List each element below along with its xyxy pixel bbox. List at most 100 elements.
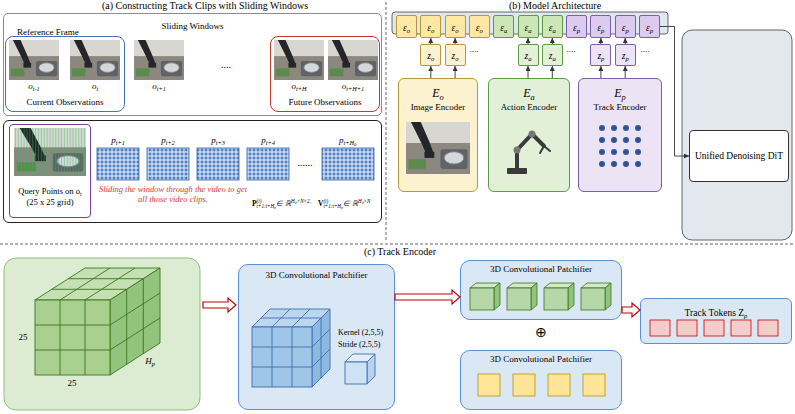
encoder-image-icon [406, 122, 470, 174]
node-text: ε [622, 23, 626, 33]
svg-shape [611, 161, 617, 167]
label: pt+4 [261, 136, 275, 146]
connector-arrow [528, 38, 529, 44]
node-text: ε [476, 23, 480, 33]
svg-shape [134, 40, 184, 80]
connector-arrow [430, 38, 431, 44]
script-stack: (i)t+1:t+Hₚ [257, 199, 277, 209]
svg-shape [35, 300, 110, 375]
node-text: Sliding the window through the video to … [98, 185, 248, 205]
label-text: p [339, 135, 344, 145]
token-box: εa [518, 15, 539, 38]
svg-shape [611, 137, 617, 143]
label-text: t+1 [116, 139, 125, 146]
latent-box: za [518, 44, 539, 66]
flow-arrow [622, 303, 640, 317]
track-frame [97, 148, 374, 180]
subscript-text: o [431, 55, 434, 62]
label-text: o [291, 81, 296, 91]
latent-box: zo [420, 44, 441, 66]
label-text: .... [641, 44, 650, 54]
svg-shape [635, 149, 641, 155]
connector-arrow [625, 66, 626, 78]
label-text: ∈ ℝ [276, 199, 291, 208]
panel-divider [0, 244, 795, 245]
svg-shape [247, 148, 289, 180]
track-volume-panel [4, 258, 200, 410]
subscript-text: a [553, 27, 556, 34]
token-box: εo [445, 15, 466, 38]
subscript-text: p [625, 27, 628, 34]
node-text: ε [573, 23, 577, 33]
token-box: εo [469, 15, 490, 38]
label-text: Hₚ×N [358, 198, 371, 204]
svg-shape [97, 148, 139, 180]
svg-shape [14, 128, 86, 176]
label: Hp [145, 357, 155, 367]
label-text: Hₚ×N×2, [291, 198, 311, 204]
svg-shape [252, 309, 330, 387]
encoder-box: EpTrack Encoder [578, 78, 662, 192]
token-box: εo [396, 15, 417, 38]
flow-arrow [395, 290, 460, 304]
svg-shape [568, 283, 574, 310]
node-text: (25 x 25 grid) [10, 198, 90, 208]
label-text: o [92, 81, 97, 91]
connector-arrow [600, 38, 601, 44]
token-box: εp [639, 15, 660, 38]
label-text: (a) Constructing Track Clips with Slidin… [102, 0, 308, 11]
label: ⊕ [535, 326, 547, 340]
node-text: Action Encoder [489, 102, 569, 112]
subscript-text: a [504, 27, 507, 34]
subscript-text: p [622, 93, 626, 102]
svg-shape [677, 320, 697, 336]
node-text: Future Observations [271, 97, 379, 107]
subscript-text: a [528, 55, 531, 62]
label-text: t+H [296, 85, 307, 92]
label: 25 [68, 379, 77, 388]
svg-shape [197, 148, 239, 180]
connector-arrow [625, 38, 626, 44]
node-text: ε [524, 23, 528, 33]
svg-shape [9, 40, 59, 80]
node-text: ε [500, 23, 504, 33]
node-text: z [452, 51, 456, 61]
video-frame [9, 40, 378, 80]
svg-shape [758, 320, 778, 336]
svg-shape [599, 125, 605, 131]
node-text: Reference Frame [17, 27, 124, 37]
node-text: ε [427, 23, 431, 33]
svg-shape [623, 161, 629, 167]
label: 25 [19, 333, 28, 342]
latent-box: zp [590, 44, 611, 66]
track-token-block [650, 320, 778, 336]
label-text: t+H+1 [346, 85, 364, 92]
label-text: (b) Model Architecture [509, 0, 601, 11]
svg-shape [635, 137, 641, 143]
label-text: ⊕ [535, 325, 547, 340]
track-volume-cube [35, 268, 160, 375]
label: ot-1 [28, 82, 40, 92]
subscript-text: o [455, 27, 458, 34]
token-box: εo [420, 15, 441, 38]
window-group: Sliding WindowsReference FrameCurrent Ob… [3, 13, 382, 116]
svg-shape [605, 283, 611, 310]
node-text: z [427, 51, 431, 61]
label: ot+H+1 [342, 82, 364, 92]
svg-shape [507, 288, 531, 310]
label-text: o [342, 81, 347, 91]
token-box: εa [542, 15, 563, 38]
token-box: εp [566, 15, 587, 38]
svg-shape [322, 148, 374, 180]
svg-shape [70, 40, 120, 80]
label-text: p [211, 135, 216, 145]
node-text: Image Encoder [399, 102, 477, 112]
subscript-text: p [625, 55, 628, 62]
svg-shape [581, 288, 605, 310]
label: pt+2 [161, 136, 175, 146]
svg-shape [494, 283, 500, 310]
svg-shape [470, 288, 494, 310]
node-text: ε [403, 23, 407, 33]
label-text: t+1 [157, 85, 166, 92]
